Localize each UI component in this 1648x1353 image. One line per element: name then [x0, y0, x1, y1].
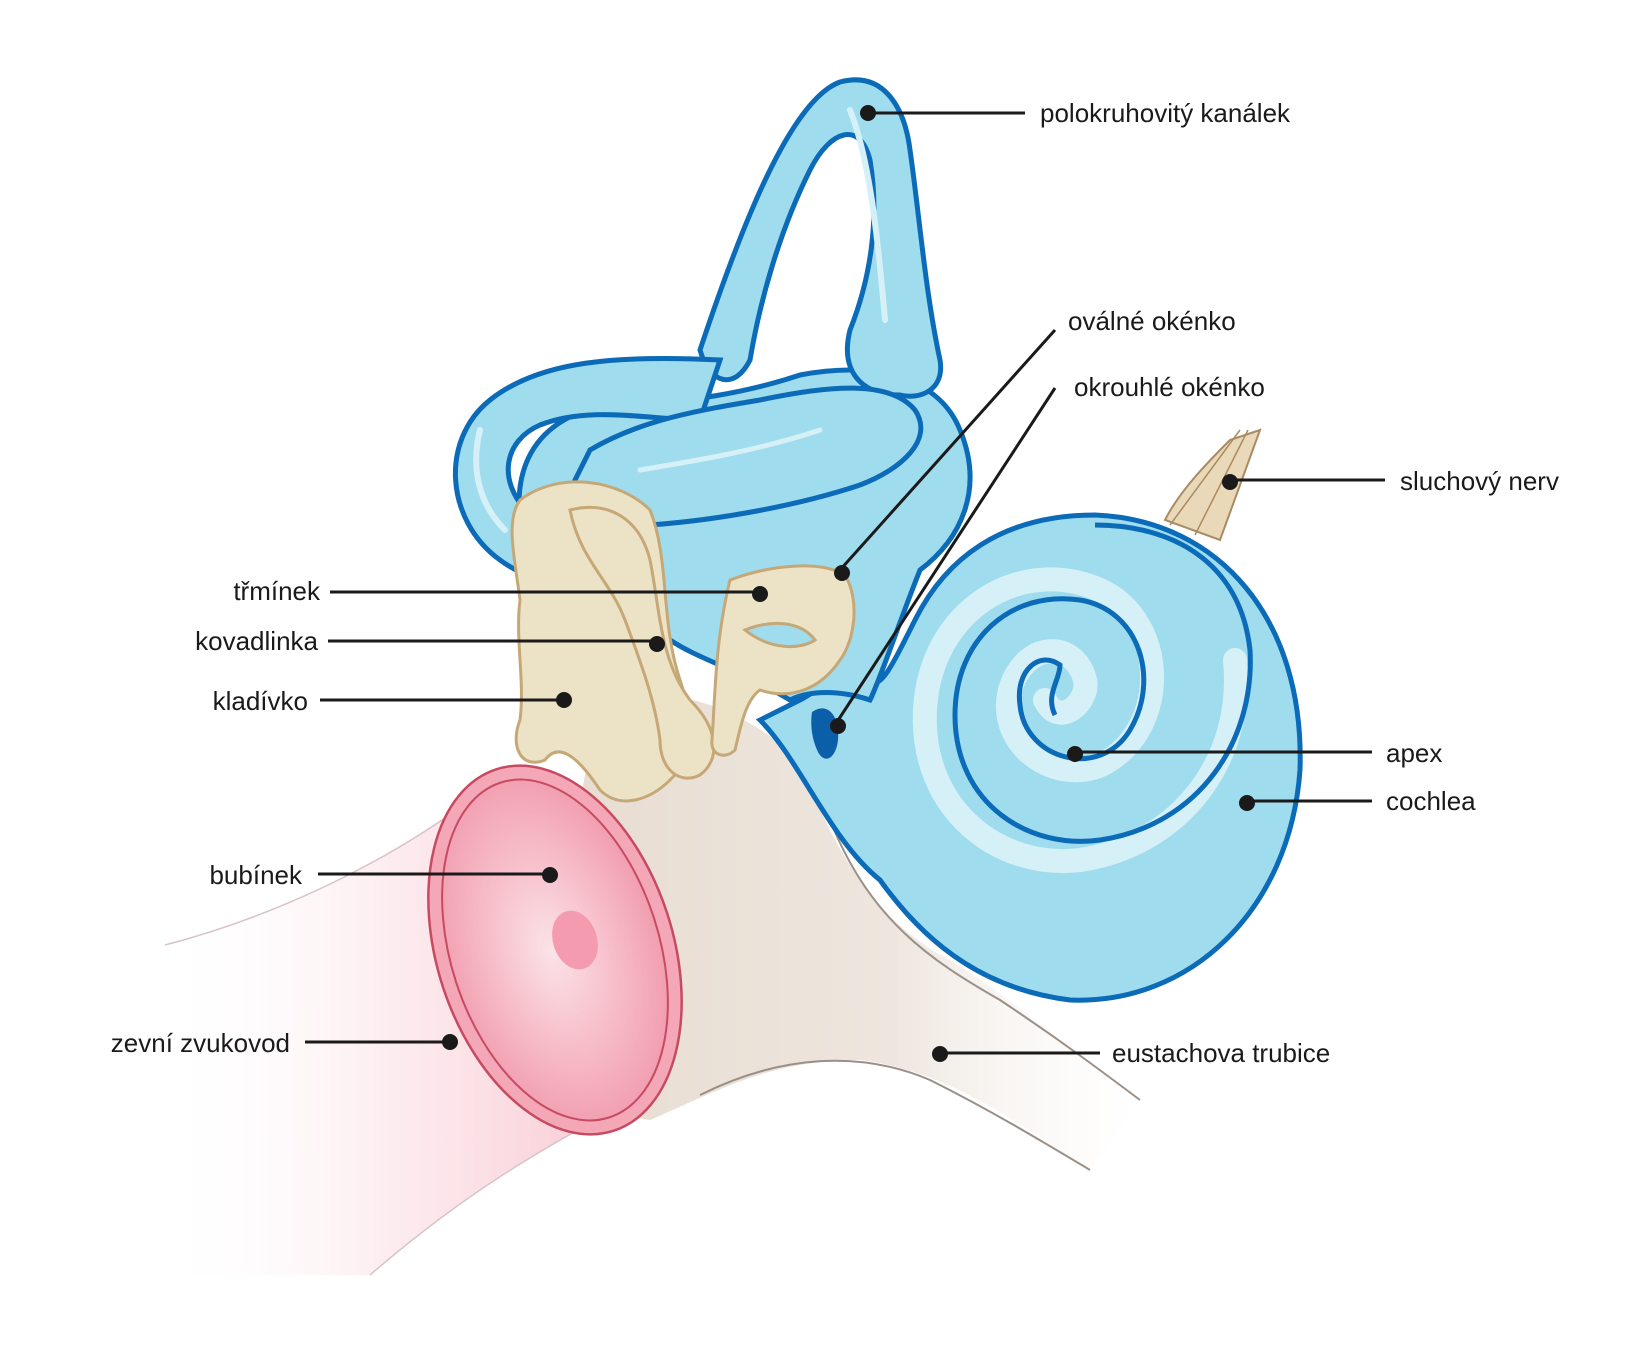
leader-lines — [305, 111, 1385, 1055]
label-cochlea: cochlea — [1386, 786, 1476, 816]
label-oval-window: oválné okénko — [1068, 306, 1236, 336]
incus — [568, 505, 716, 780]
eardrum-shape — [427, 764, 683, 1136]
leader-oval-window — [838, 328, 1057, 572]
semicircular-canal-tall — [697, 77, 944, 399]
canal-highlight — [847, 107, 888, 323]
label-stapes: třmínek — [233, 576, 320, 606]
canal-highlight-left — [473, 427, 508, 533]
label-apex: apex — [1386, 738, 1443, 768]
leader-dots — [442, 105, 1255, 1062]
ear-canal-upper-edge — [164, 799, 471, 946]
label-eustachian-tube: eustachova trubice — [1112, 1038, 1331, 1068]
auditory-nerve-fibers — [1169, 429, 1249, 536]
cochlea-shape — [755, 512, 1303, 1003]
leader-round-window — [833, 387, 1057, 726]
canal-highlight-middle — [637, 427, 823, 473]
eustachian-tube-lower-edge — [699, 1059, 1091, 1171]
round-window — [811, 708, 839, 759]
label-malleus: kladívko — [212, 686, 308, 716]
label-auditory-nerve: sluchový nerv — [1400, 466, 1559, 496]
label-ear-canal: zevní zvukovod — [110, 1028, 290, 1058]
label-round-window: okrouhlé okénko — [1074, 372, 1265, 402]
label-semicircular-canal: polokruhovitý kanálek — [1040, 98, 1291, 128]
label-eardrum: bubínek — [209, 860, 302, 890]
auditory-nerve — [1163, 428, 1262, 542]
eustachian-tube-upper-edge — [829, 819, 1141, 1101]
label-incus: kovadlinka — [195, 626, 318, 656]
